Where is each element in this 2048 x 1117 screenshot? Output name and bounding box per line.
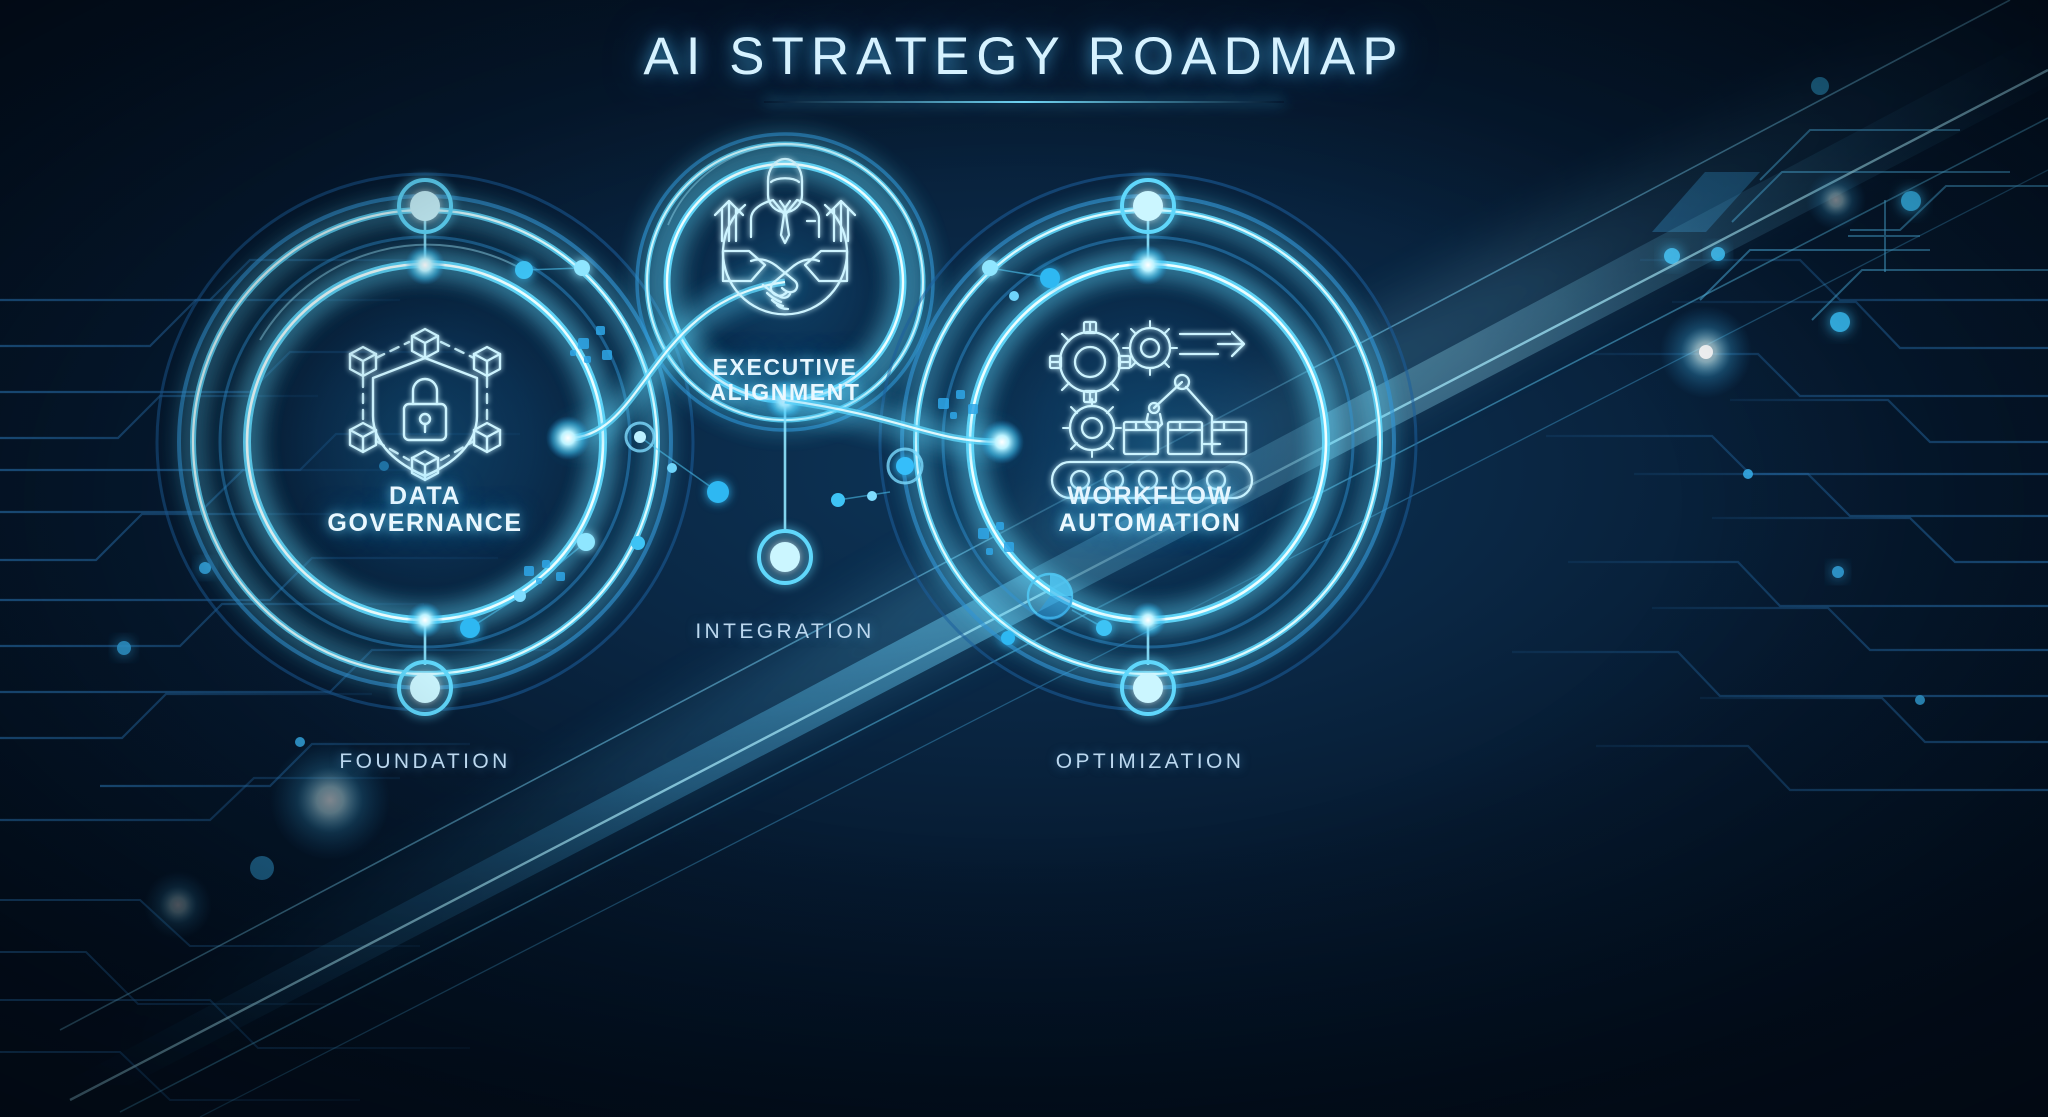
node-hub-bottom-executive-alignment	[757, 380, 813, 585]
pie-chart-decor-icon	[1026, 572, 1074, 621]
connector-spark-right	[980, 420, 1024, 464]
connector-spark-left	[546, 416, 590, 460]
